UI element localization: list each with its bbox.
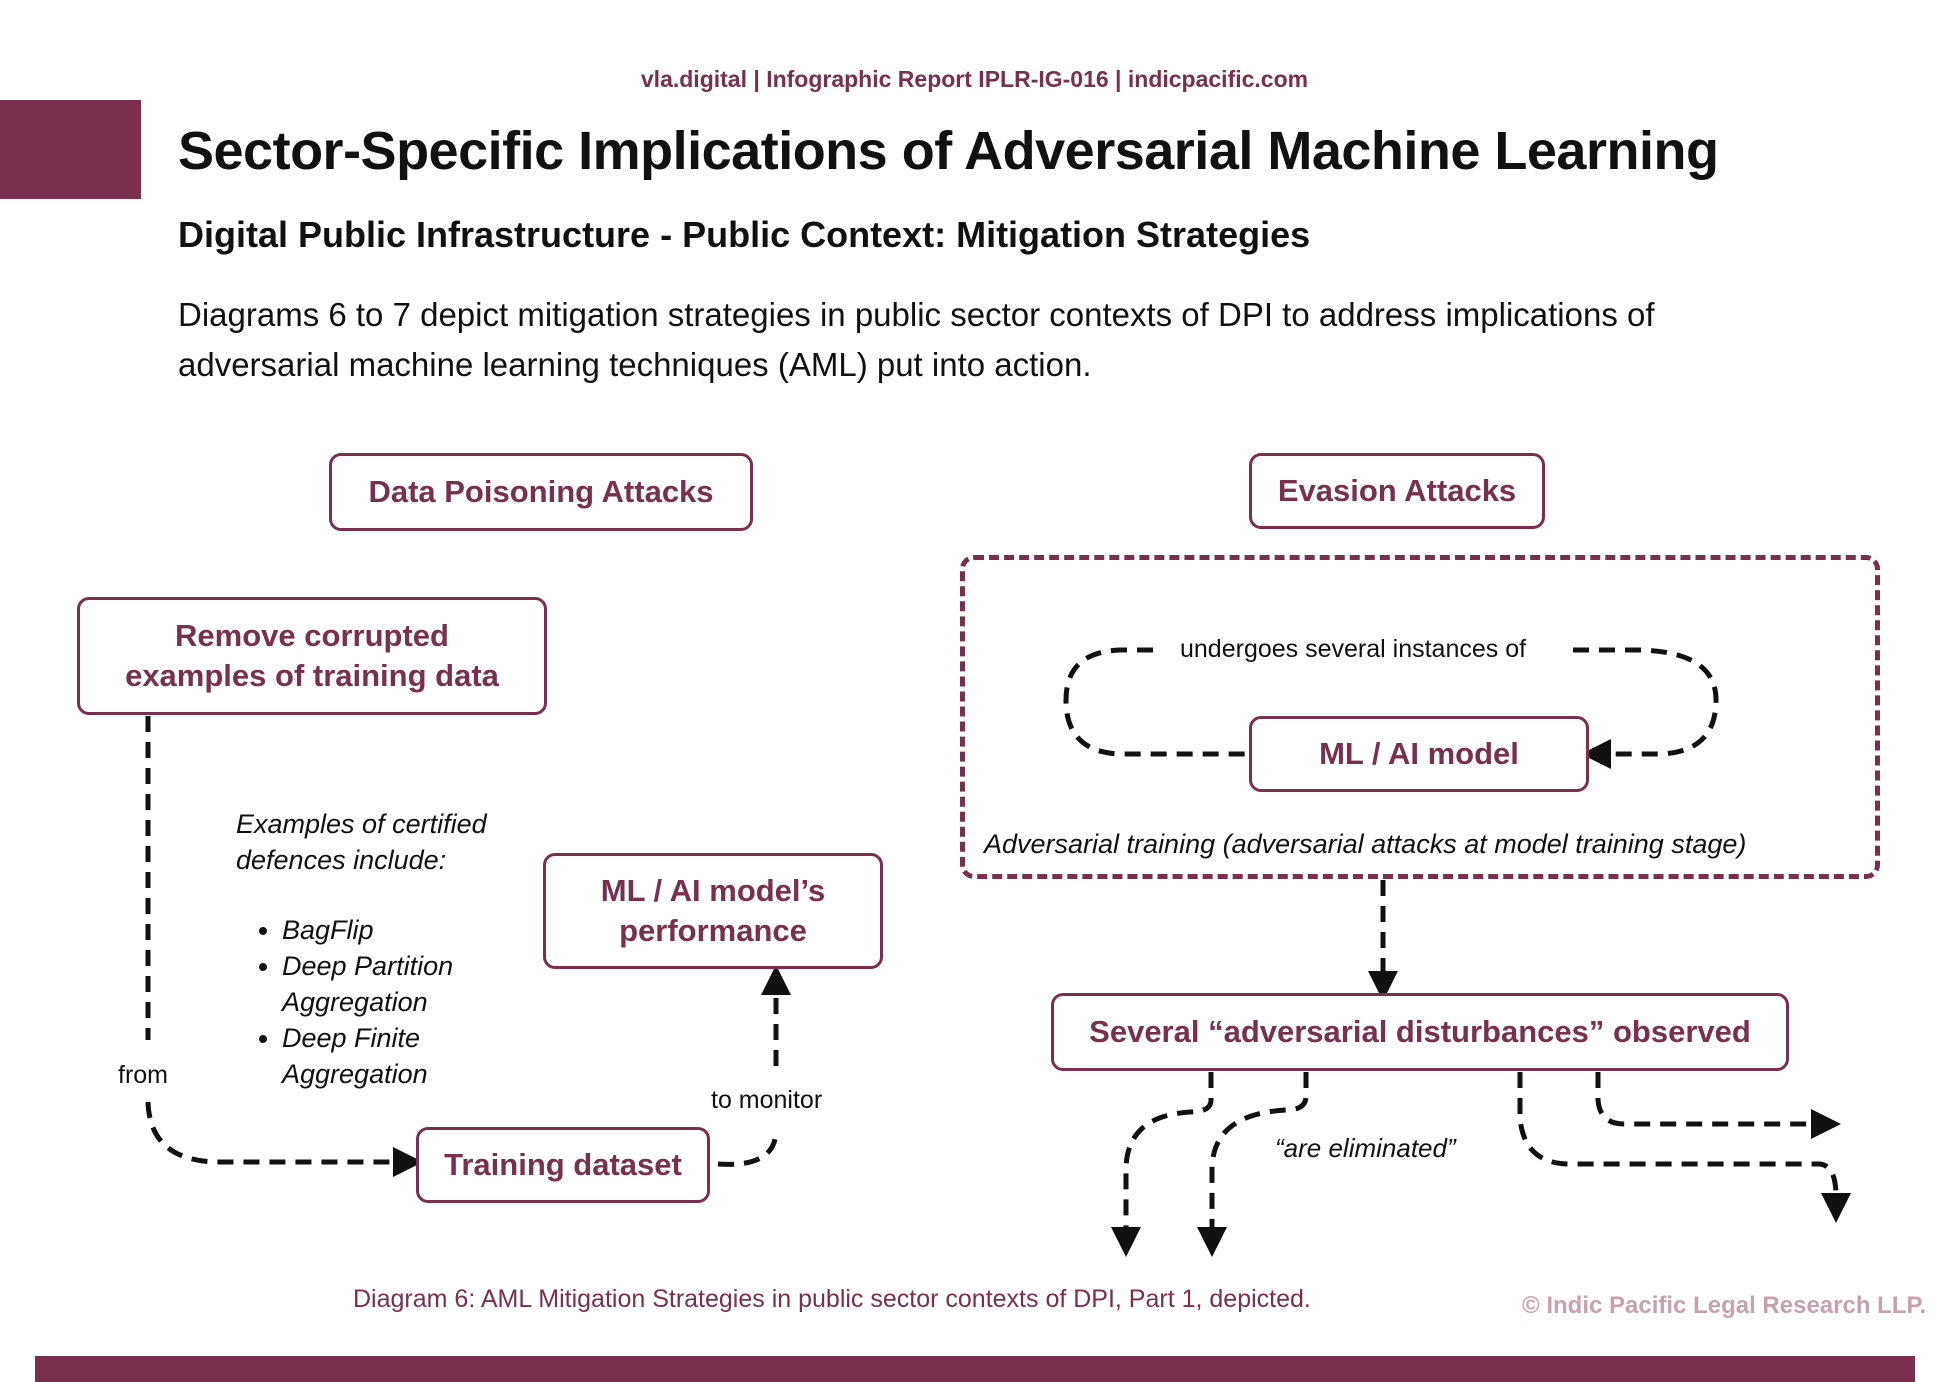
defence-item: Deep Finite Aggregation: [282, 1020, 556, 1092]
connector-loop-top-right: [1573, 647, 1719, 769]
connector-from-to-training: [145, 1101, 423, 1177]
connector-training-to-monitor: [717, 1129, 779, 1167]
intro-paragraph: Diagrams 6 to 7 depict mitigation strate…: [178, 296, 1655, 383]
connector-loop-top-left: [1063, 647, 1246, 757]
defences-intro: Examples of certified defences include:: [236, 809, 487, 875]
copyright-notice: © Indic Pacific Legal Research LLP.: [1522, 1292, 1927, 1319]
footer-bar: [35, 1356, 1915, 1382]
defences-list: BagFlip Deep Partition Aggregation Deep …: [236, 912, 556, 1092]
adversarial-training-region: [960, 555, 1880, 879]
remove-corrupted-box: Remove corrupted examples of training da…: [77, 597, 547, 715]
adversarial-disturbances-box: Several “adversarial disturbances” obser…: [1051, 993, 1789, 1071]
eliminated-label: “are eliminated”: [1275, 1133, 1456, 1163]
adversarial-training-caption: Adversarial training (adversarial attack…: [984, 829, 1747, 859]
defence-item: BagFlip: [282, 912, 556, 948]
diagram-caption: Diagram 6: AML Mitigation Strategies in …: [353, 1285, 1311, 1313]
source-line: vla.digital | Infographic Report IPLR-IG…: [640, 66, 1309, 92]
connector-branch-right: [1595, 1072, 1841, 1139]
brand-tab: [0, 100, 141, 199]
from-label: from: [118, 1061, 168, 1089]
certified-defences-note: Examples of certified defences include: …: [236, 806, 556, 1092]
connector-eliminated-1: [1111, 1072, 1214, 1257]
to-monitor-label: to monitor: [711, 1086, 823, 1114]
data-poisoning-heading: Data Poisoning Attacks: [329, 453, 753, 531]
ml-ai-model-box: ML / AI model: [1249, 716, 1589, 792]
page-title: Sector-Specific Implications of Adversar…: [178, 121, 1719, 181]
loop-label: undergoes several instances of: [1174, 635, 1533, 664]
evasion-attacks-heading: Evasion Attacks: [1249, 453, 1545, 529]
training-dataset-box: Training dataset: [416, 1127, 710, 1203]
model-performance-box: ML / AI model’s performance: [543, 853, 883, 969]
page-subtitle: Digital Public Infrastructure - Public C…: [178, 214, 1311, 255]
connector-eliminated-2: [1197, 1072, 1309, 1257]
connector-branch-down-right: [1517, 1072, 1851, 1223]
defence-item: Deep Partition Aggregation: [282, 948, 556, 1020]
